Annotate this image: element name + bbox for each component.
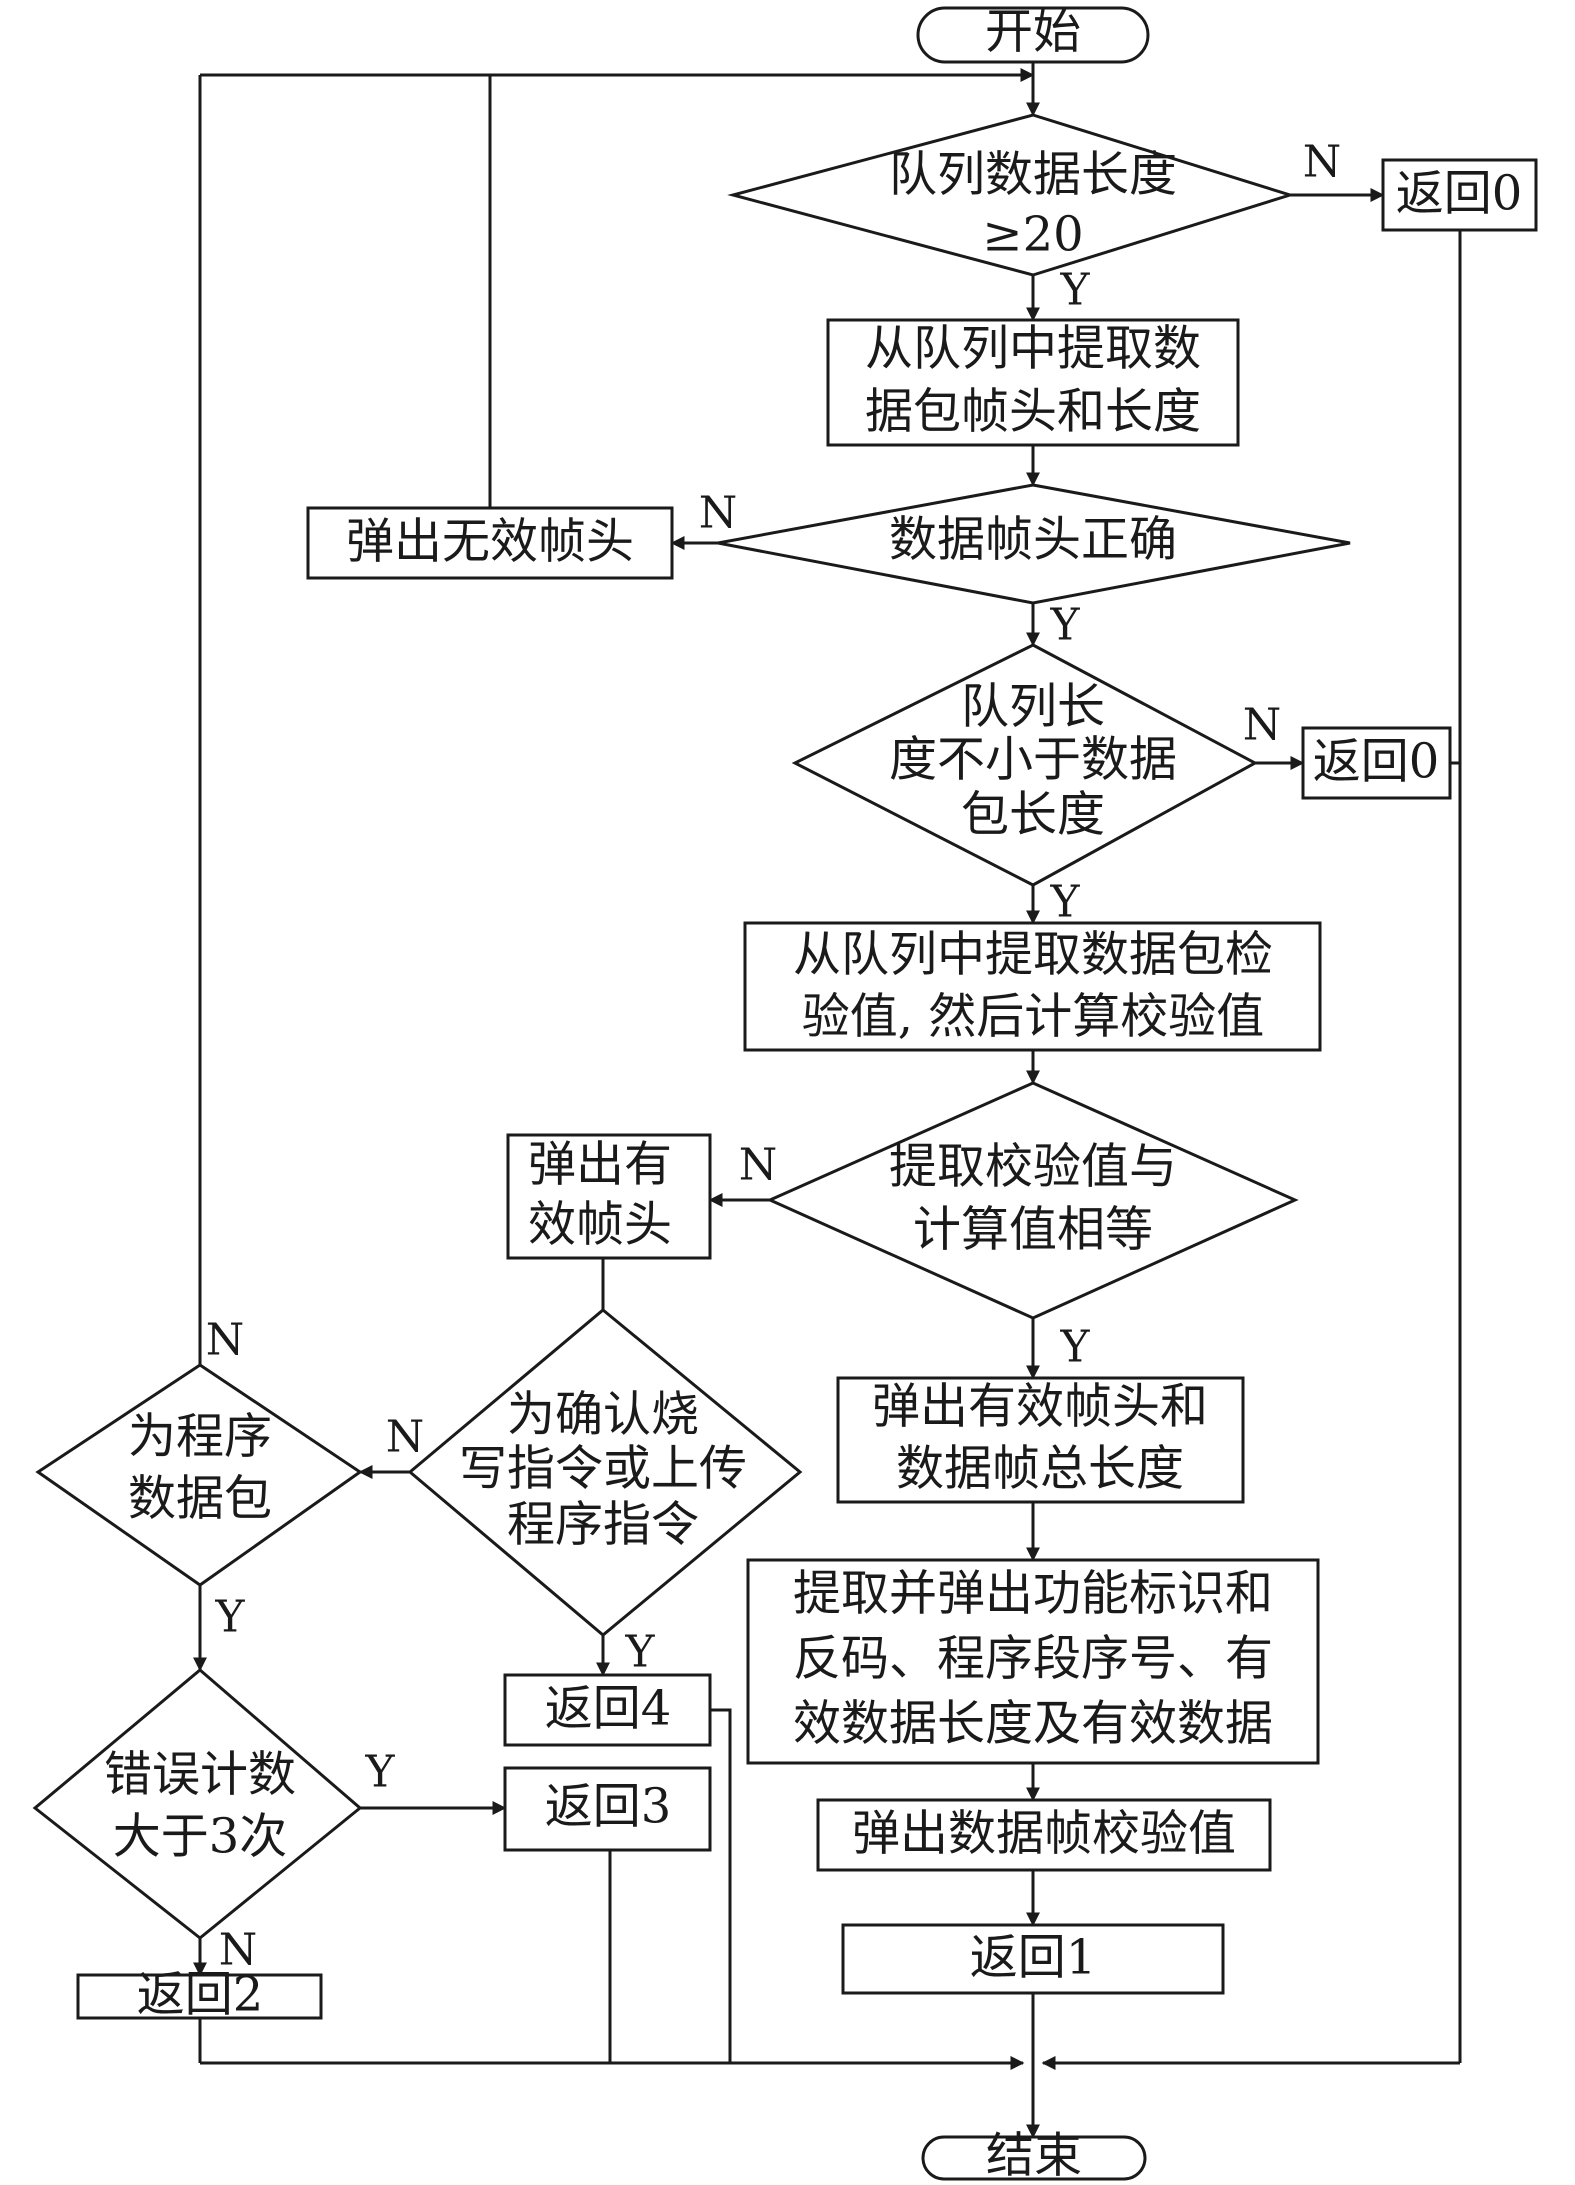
decision-error-count-line-1: 错误计数: [104, 1747, 296, 1803]
d5-yes-label: Y: [624, 1627, 655, 1678]
extract-head-box: 从队列中提取数 据包帧头和长度: [826, 318, 1240, 447]
pop-valid-head-line-2: 效帧头: [528, 1197, 672, 1253]
decision-queue-length-line-2: ≥20: [982, 207, 1083, 263]
extract-function-line-1: 提取并弹出功能标识和: [793, 1566, 1273, 1622]
decision-head-correct: 数据帧头正确: [717, 483, 1351, 605]
decision-checksum-equal: 提取校验值与 计算值相等: [766, 1081, 1299, 1320]
decision-queue-ge-packet-line-1: 队列长: [961, 679, 1105, 735]
d3-no-label: N: [1243, 700, 1282, 751]
end-terminal: 结束: [921, 2128, 1147, 2184]
decision-error-count: 错误计数 大于3次: [32, 1668, 363, 1940]
extract-head-line-2: 据包帧头和长度: [865, 384, 1201, 440]
decision-confirm-burn: 为确认烧 写指令或上传 程序指令: [407, 1308, 803, 1637]
decision-queue-ge-packet: 队列长 度不小于数据 包长度: [791, 643, 1259, 887]
decision-program-packet-line-1: 为程序: [128, 1409, 272, 1465]
decision-confirm-burn-line-2: 写指令或上传: [459, 1441, 747, 1497]
pop-valid-head-box: 弹出有 效帧头: [506, 1133, 712, 1260]
return-4-box: 返回4: [503, 1673, 712, 1747]
decision-program-packet-line-2: 数据包: [128, 1471, 272, 1527]
return-0-a-label: 返回0: [1396, 166, 1523, 222]
return-1-label: 返回1: [970, 1930, 1097, 1986]
d6-no-label: N: [206, 1315, 245, 1366]
d1-no-label: N: [1303, 137, 1342, 188]
return-2-box: 返回2: [76, 1967, 323, 2023]
d6-yes-label: Y: [214, 1592, 245, 1643]
extract-function-line-3: 效数据长度及有效数据: [793, 1696, 1273, 1752]
decision-error-count-line-2: 大于3次: [113, 1809, 288, 1865]
decision-head-correct-label: 数据帧头正确: [889, 512, 1177, 568]
pop-valid-head-length-line-2: 数据帧总长度: [896, 1441, 1184, 1497]
pop-valid-head-length-box: 弹出有效帧头和 数据帧总长度: [836, 1376, 1245, 1504]
pop-invalid-head-box: 弹出无效帧头: [306, 506, 674, 580]
start-label: 开始: [985, 4, 1081, 60]
return-3-label: 返回3: [545, 1779, 672, 1835]
d5-no-label: N: [386, 1412, 425, 1463]
return-2-label: 返回2: [137, 1967, 264, 2023]
return-0-box-b: 返回0: [1301, 726, 1452, 800]
decision-checksum-equal-line-2: 计算值相等: [913, 1202, 1153, 1258]
connectors: [193, 62, 1462, 2139]
extract-check-line-1: 从队列中提取数据包检: [793, 927, 1273, 983]
decision-queue-length: 队列数据长度 ≥20: [727, 113, 1296, 277]
d2-no-label: N: [699, 488, 738, 539]
decision-checksum-equal-line-1: 提取校验值与: [889, 1139, 1177, 1195]
pop-checksum-label: 弹出数据帧校验值: [852, 1806, 1236, 1862]
end-label: 结束: [986, 2128, 1082, 2184]
return-4-label: 返回4: [545, 1681, 672, 1737]
pop-invalid-head-label: 弹出无效帧头: [346, 514, 634, 570]
pop-checksum-box: 弹出数据帧校验值: [816, 1798, 1272, 1872]
decision-queue-length-line-1: 队列数据长度: [889, 147, 1177, 203]
decision-confirm-burn-line-3: 程序指令: [507, 1497, 699, 1553]
pop-valid-head-line-1: 弹出有: [528, 1137, 672, 1193]
d4-no-label: N: [739, 1140, 778, 1191]
d3-yes-label: Y: [1049, 877, 1080, 928]
d2-yes-label: Y: [1049, 600, 1080, 651]
d4-yes-label: Y: [1059, 1322, 1090, 1373]
return-0-b-label: 返回0: [1313, 734, 1440, 790]
d1-yes-label: Y: [1059, 265, 1090, 316]
pop-valid-head-length-line-1: 弹出有效帧头和: [872, 1379, 1208, 1435]
extract-check-box: 从队列中提取数据包检 验值, 然后计算校验值: [743, 921, 1322, 1052]
extract-function-box: 提取并弹出功能标识和 反码、程序段序号、有 效数据长度及有效数据: [746, 1558, 1320, 1765]
return-1-box: 返回1: [841, 1923, 1225, 1995]
d7-yes-label: Y: [364, 1747, 395, 1798]
extract-check-line-2: 验值, 然后计算校验值: [802, 989, 1265, 1045]
decision-queue-ge-packet-line-3: 包长度: [961, 787, 1105, 843]
extract-function-line-2: 反码、程序段序号、有: [793, 1631, 1273, 1687]
return-3-box: 返回3: [503, 1766, 712, 1852]
d7-no-label: N: [219, 1925, 258, 1976]
start-terminal: 开始: [916, 4, 1150, 64]
extract-head-line-1: 从队列中提取数: [865, 321, 1201, 377]
decision-program-packet: 为程序 数据包: [35, 1363, 363, 1587]
return-0-box-a: 返回0: [1381, 158, 1538, 232]
decision-queue-ge-packet-line-2: 度不小于数据: [889, 732, 1177, 788]
decision-confirm-burn-line-1: 为确认烧: [507, 1387, 699, 1443]
